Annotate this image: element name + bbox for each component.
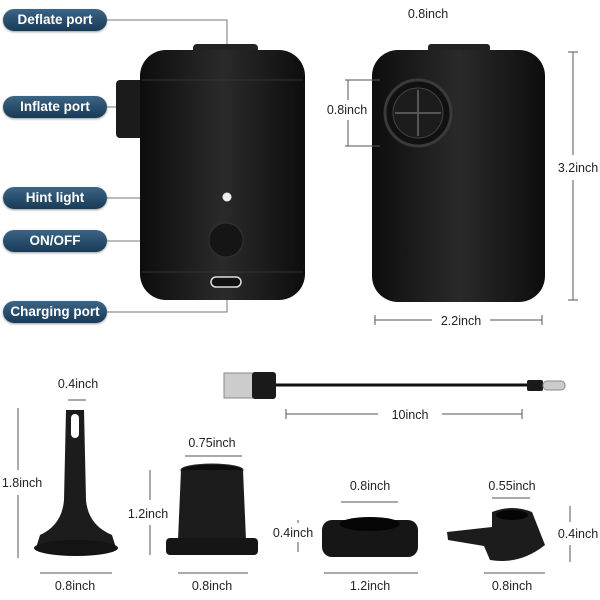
dim-nozzle1-height: 1.8inch [2,476,42,490]
hint-light-icon [222,192,232,202]
dim-nozzle2-height: 1.2inch [128,507,168,521]
dim-nozzle4-height: 0.4inch [558,527,598,541]
dim-side-top: 0.8inch [408,7,448,21]
dim-side-port: 0.8inch [327,103,367,117]
callout-hint-light: Hint light [3,187,107,209]
dim-cable-length: 10inch [392,408,429,422]
pump-side [372,44,545,302]
dim-nozzle3-base: 1.2inch [350,579,390,593]
callout-charging-port: Charging port [3,301,107,323]
dim-nozzle4-base: 0.8inch [492,579,532,593]
usb-cable [223,372,566,399]
dim-nozzle4-top: 0.55inch [488,479,535,493]
callout-deflate-port: Deflate port [3,9,107,31]
callout-inflate-port: Inflate port [3,96,107,118]
dim-nozzle3-height: 0.4inch [273,526,313,540]
dimension-lines [17,51,578,574]
dim-pump-height: 3.2inch [558,161,598,175]
usb-c-port-icon [210,276,242,288]
callout-on-off: ON/OFF [3,230,107,252]
dim-nozzle1-base: 0.8inch [55,579,95,593]
dim-nozzle1-tip: 0.4inch [58,377,98,391]
power-button-icon [208,222,244,258]
dim-pump-width: 2.2inch [441,314,481,328]
dim-nozzle2-base: 0.8inch [192,579,232,593]
dim-nozzle3-top: 0.8inch [350,479,390,493]
nozzles [34,410,545,561]
dim-nozzle2-top: 0.75inch [188,436,235,450]
pump-front [116,44,305,300]
